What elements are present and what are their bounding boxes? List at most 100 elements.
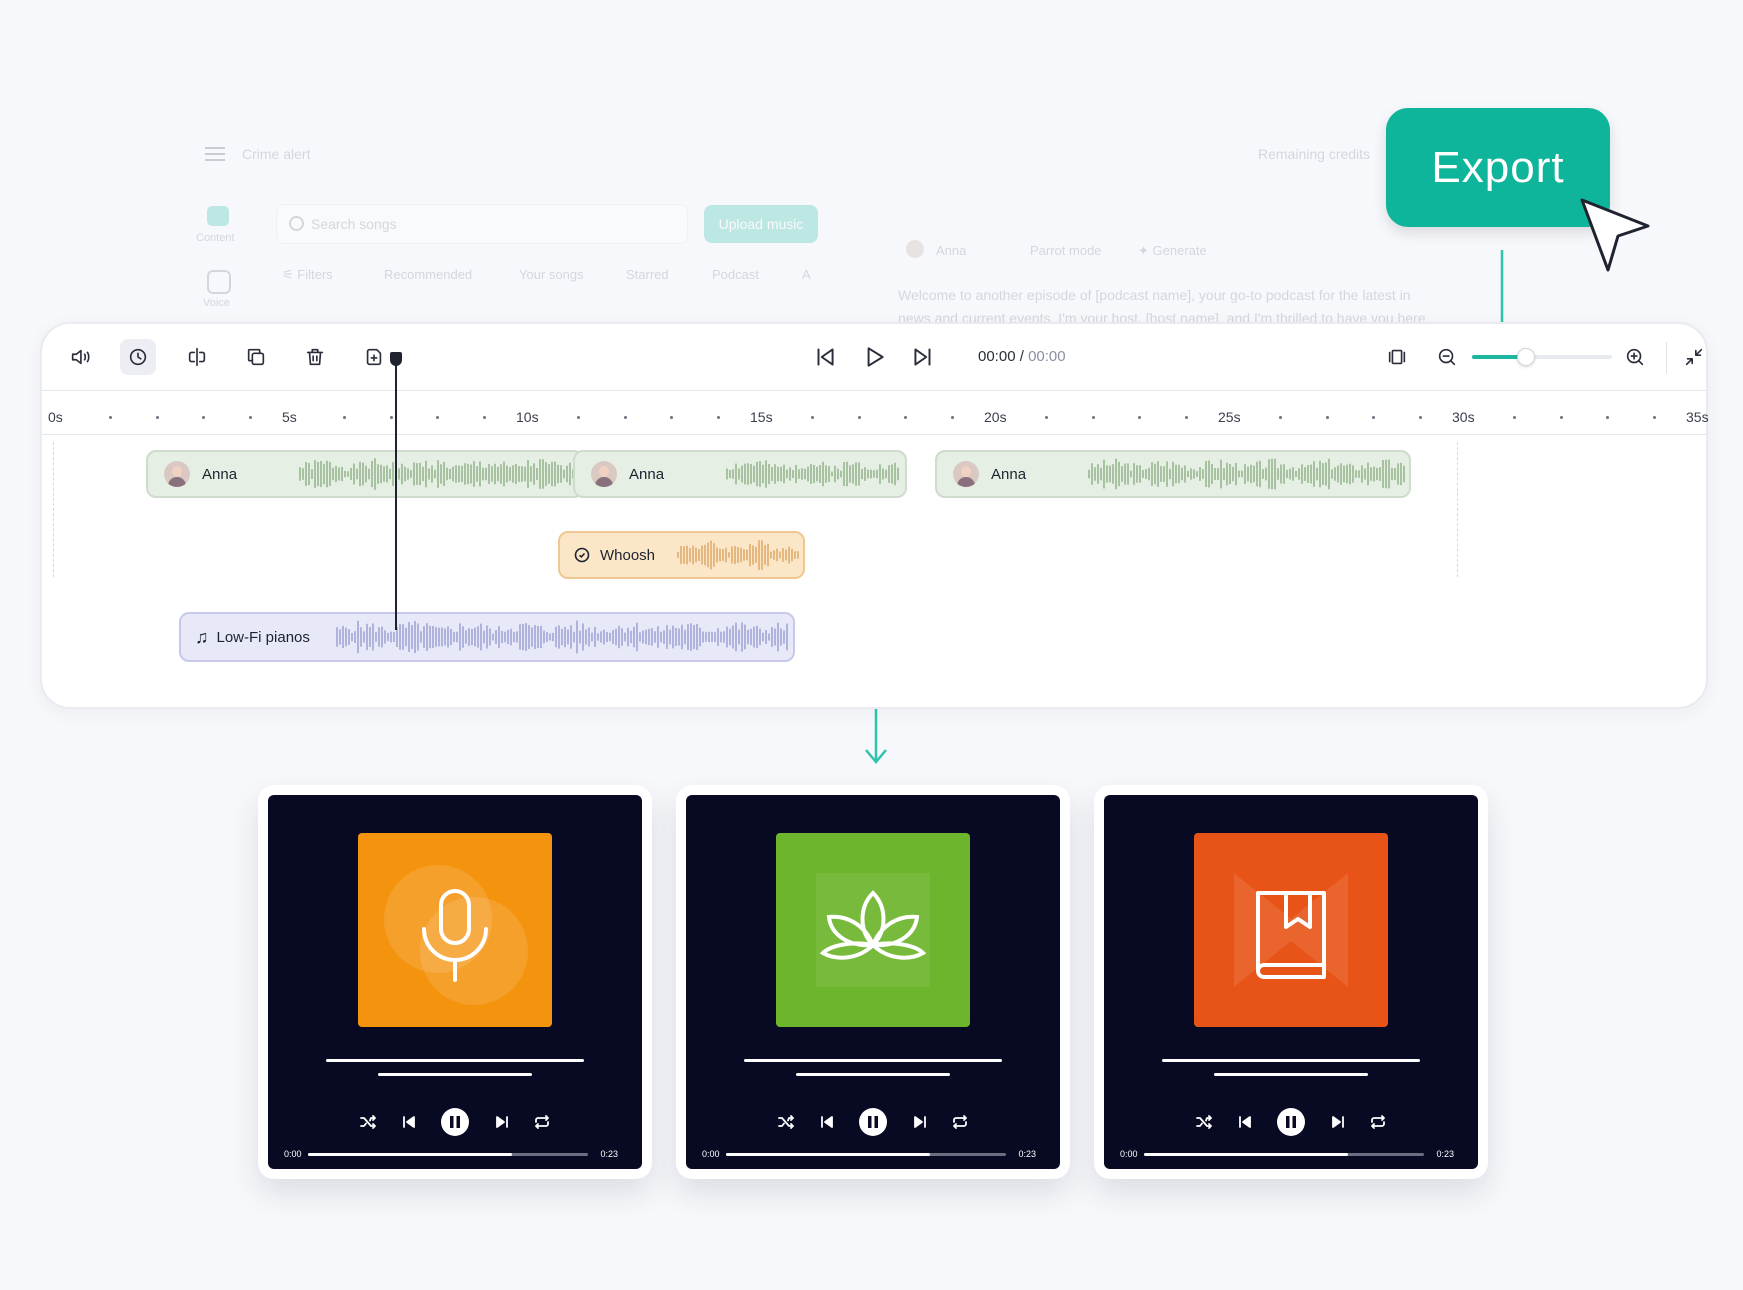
pause-icon (450, 1116, 460, 1128)
playhead[interactable] (395, 354, 397, 630)
next-icon[interactable] (913, 1115, 927, 1129)
guide-line-start (53, 442, 54, 577)
previous-icon[interactable] (1238, 1115, 1252, 1129)
guide-line-end (1457, 442, 1458, 577)
ruler-minor-tick (1512, 416, 1516, 419)
repeat-icon[interactable] (1370, 1115, 1386, 1129)
ruler-minor-tick (1044, 416, 1048, 419)
generate-button[interactable]: ✦ Generate (1138, 243, 1207, 258)
clip-label: Low-Fi pianos (216, 628, 310, 646)
time-start: 0:00 (284, 1149, 302, 1159)
ruler-minor-tick (1653, 416, 1657, 419)
ruler-minor-tick (249, 416, 253, 419)
progress-fill (308, 1153, 513, 1156)
skip-forward-icon[interactable] (905, 339, 941, 375)
track-title-bar (744, 1059, 1002, 1062)
generate-label: Generate (1152, 243, 1207, 258)
pause-button[interactable] (441, 1108, 469, 1136)
pause-button[interactable] (859, 1108, 887, 1136)
shuffle-icon[interactable] (778, 1115, 794, 1129)
tab-starred[interactable]: Starred (626, 267, 669, 282)
tab-your-songs[interactable]: Your songs (519, 267, 584, 282)
ruler-minor-tick (1278, 416, 1282, 419)
ruler-tick-label: 15s (750, 409, 773, 425)
editor-toolbar: 00:00 / 00:00 (42, 324, 1706, 391)
ruler-minor-tick (1325, 416, 1329, 419)
previous-icon[interactable] (820, 1115, 834, 1129)
shuffle-icon[interactable] (1196, 1115, 1212, 1129)
content-icon[interactable] (207, 206, 229, 226)
ruler-minor-tick (1138, 416, 1142, 419)
remaining-credits: Remaining credits (1258, 146, 1371, 162)
script-line-1: Welcome to another episode of [podcast n… (898, 287, 1411, 303)
player-screen: 0:00 0:23 (1104, 795, 1478, 1169)
sfx-clip[interactable]: Whoosh (558, 531, 805, 579)
split-icon[interactable] (179, 339, 215, 375)
progress-bar[interactable] (726, 1153, 1006, 1156)
shuffle-icon[interactable] (360, 1115, 376, 1129)
skip-back-icon[interactable] (807, 339, 843, 375)
tab-more[interactable]: A (802, 267, 811, 282)
ruler-minor-tick (202, 416, 206, 419)
book-icon (1234, 873, 1348, 987)
next-icon[interactable] (495, 1115, 509, 1129)
ruler-minor-tick (1606, 416, 1610, 419)
player-card: 0:00 0:23 (1094, 785, 1488, 1179)
parrot-mode[interactable]: Parrot mode (1030, 243, 1102, 258)
track-artist-bar (1214, 1073, 1368, 1076)
player-controls (778, 1107, 968, 1137)
next-icon[interactable] (1331, 1115, 1345, 1129)
pause-button[interactable] (1277, 1108, 1305, 1136)
export-label: Export (1431, 142, 1565, 192)
search-input[interactable]: Search songs (276, 204, 688, 244)
filters-button[interactable]: ⚟ Filters (282, 267, 333, 282)
time-total: 00:00 (1028, 348, 1066, 365)
voice-clip[interactable]: Anna (573, 450, 907, 498)
voice-name[interactable]: Anna (936, 243, 967, 258)
progress-bar[interactable] (1144, 1153, 1424, 1156)
pause-icon (868, 1116, 878, 1128)
zoom-in-icon[interactable] (1617, 339, 1653, 375)
add-sound-icon[interactable] (356, 339, 392, 375)
menu-icon[interactable] (204, 146, 226, 162)
player-card: 0:00 0:23 (676, 785, 1070, 1179)
volume-icon[interactable] (62, 339, 98, 375)
ruler-minor-tick (576, 416, 580, 419)
voice-icon[interactable] (207, 270, 231, 294)
zoom-slider[interactable] (1472, 348, 1612, 366)
export-button[interactable]: Export (1386, 108, 1610, 227)
previous-icon[interactable] (402, 1115, 416, 1129)
tab-recommended[interactable]: Recommended (384, 267, 473, 282)
trash-icon[interactable] (297, 339, 333, 375)
music-clip[interactable]: ♫ Low-Fi pianos (179, 612, 795, 662)
clip-label: Anna (629, 465, 665, 483)
collapse-icon[interactable] (1676, 339, 1712, 375)
upload-music-button[interactable]: Upload music (704, 205, 818, 243)
duplicate-icon[interactable] (238, 339, 274, 375)
zoom-out-icon[interactable] (1429, 339, 1465, 375)
ruler-minor-tick (1372, 416, 1376, 419)
progress-bar[interactable] (308, 1153, 588, 1156)
repeat-icon[interactable] (534, 1115, 550, 1129)
clock-icon[interactable] (120, 339, 156, 375)
tab-podcast[interactable]: Podcast (712, 267, 759, 282)
ruler-minor-tick (1419, 416, 1423, 419)
play-icon[interactable] (856, 339, 892, 375)
toolbar-divider (1666, 342, 1667, 374)
time-current: 00:00 (978, 348, 1016, 365)
voice-avatar (906, 240, 924, 258)
ruler-minor-tick (155, 416, 159, 419)
search-icon (289, 216, 304, 231)
fit-view-icon[interactable] (1379, 339, 1415, 375)
ruler-minor-tick (436, 416, 440, 419)
pause-icon (1286, 1116, 1296, 1128)
voice-clip[interactable]: Anna (146, 450, 584, 498)
repeat-icon[interactable] (952, 1115, 968, 1129)
zoom-slider-handle[interactable] (1517, 348, 1536, 366)
sidebar-item-content[interactable]: Content (196, 232, 235, 244)
ruler-tick-label: 0s (48, 409, 63, 425)
ruler-tick-label: 20s (984, 409, 1007, 425)
voice-clip[interactable]: Anna (935, 450, 1411, 498)
player-card: 0:00 0:23 (258, 785, 652, 1179)
